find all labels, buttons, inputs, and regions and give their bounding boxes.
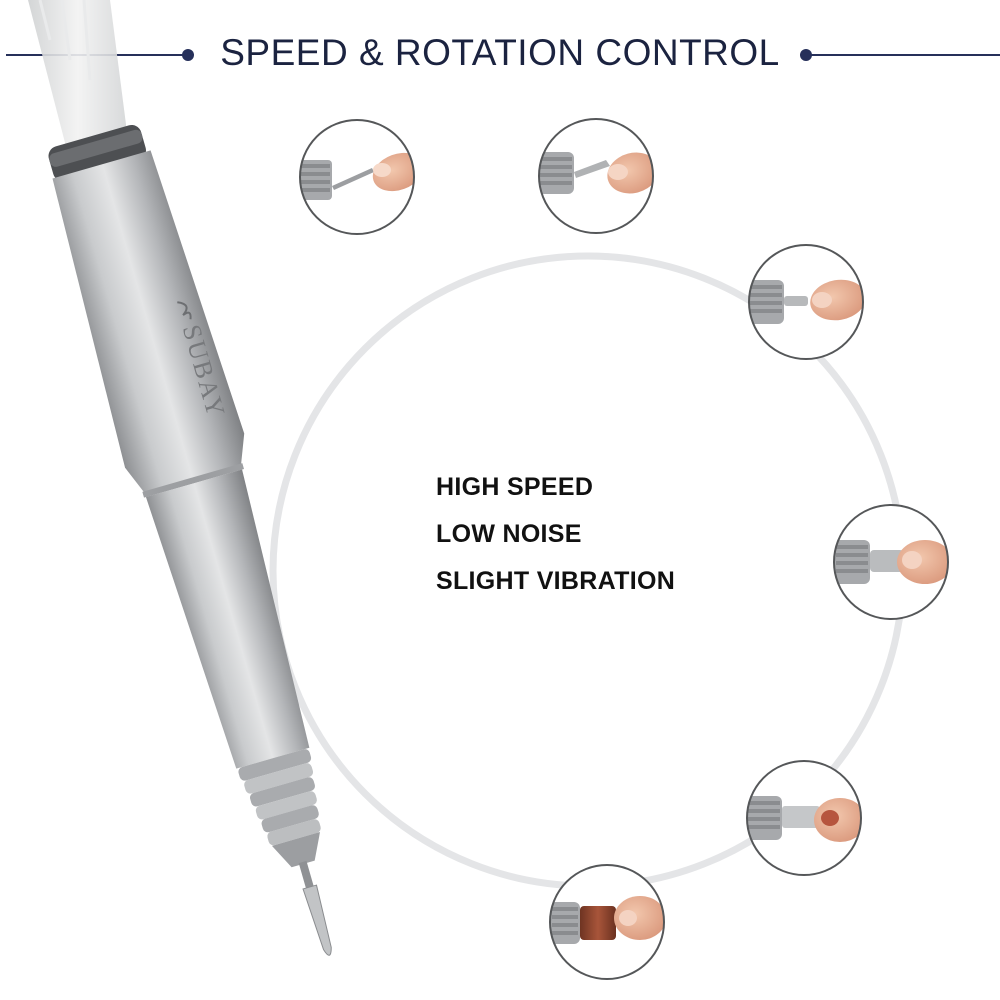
detail-photo-6: [550, 865, 664, 979]
detail-photo-4: [834, 505, 948, 619]
feature-high-speed: HIGH SPEED: [436, 473, 594, 501]
feature-list: HIGH SPEED LOW NOISE SLIGHT VIBRATION: [436, 472, 675, 613]
feature-slight-vibration: SLIGHT VIBRATION: [436, 567, 676, 595]
detail-photo-3: [749, 245, 863, 359]
threaded-nose: [238, 749, 321, 868]
header-rule-right: [806, 54, 1000, 56]
header-dot-left: [182, 49, 194, 61]
drill-bit: [298, 860, 332, 956]
page-title: SPEED & ROTATION CONTROL: [220, 32, 780, 73]
feature-low-noise: LOW NOISE: [436, 520, 582, 548]
detail-photo-1: [300, 120, 414, 234]
header: SPEED & ROTATION CONTROL: [0, 0, 1000, 110]
handpiece: [48, 124, 332, 956]
power-cord: [28, 0, 128, 162]
detail-photo-2: [539, 119, 653, 233]
detail-photo-5: [747, 761, 861, 875]
